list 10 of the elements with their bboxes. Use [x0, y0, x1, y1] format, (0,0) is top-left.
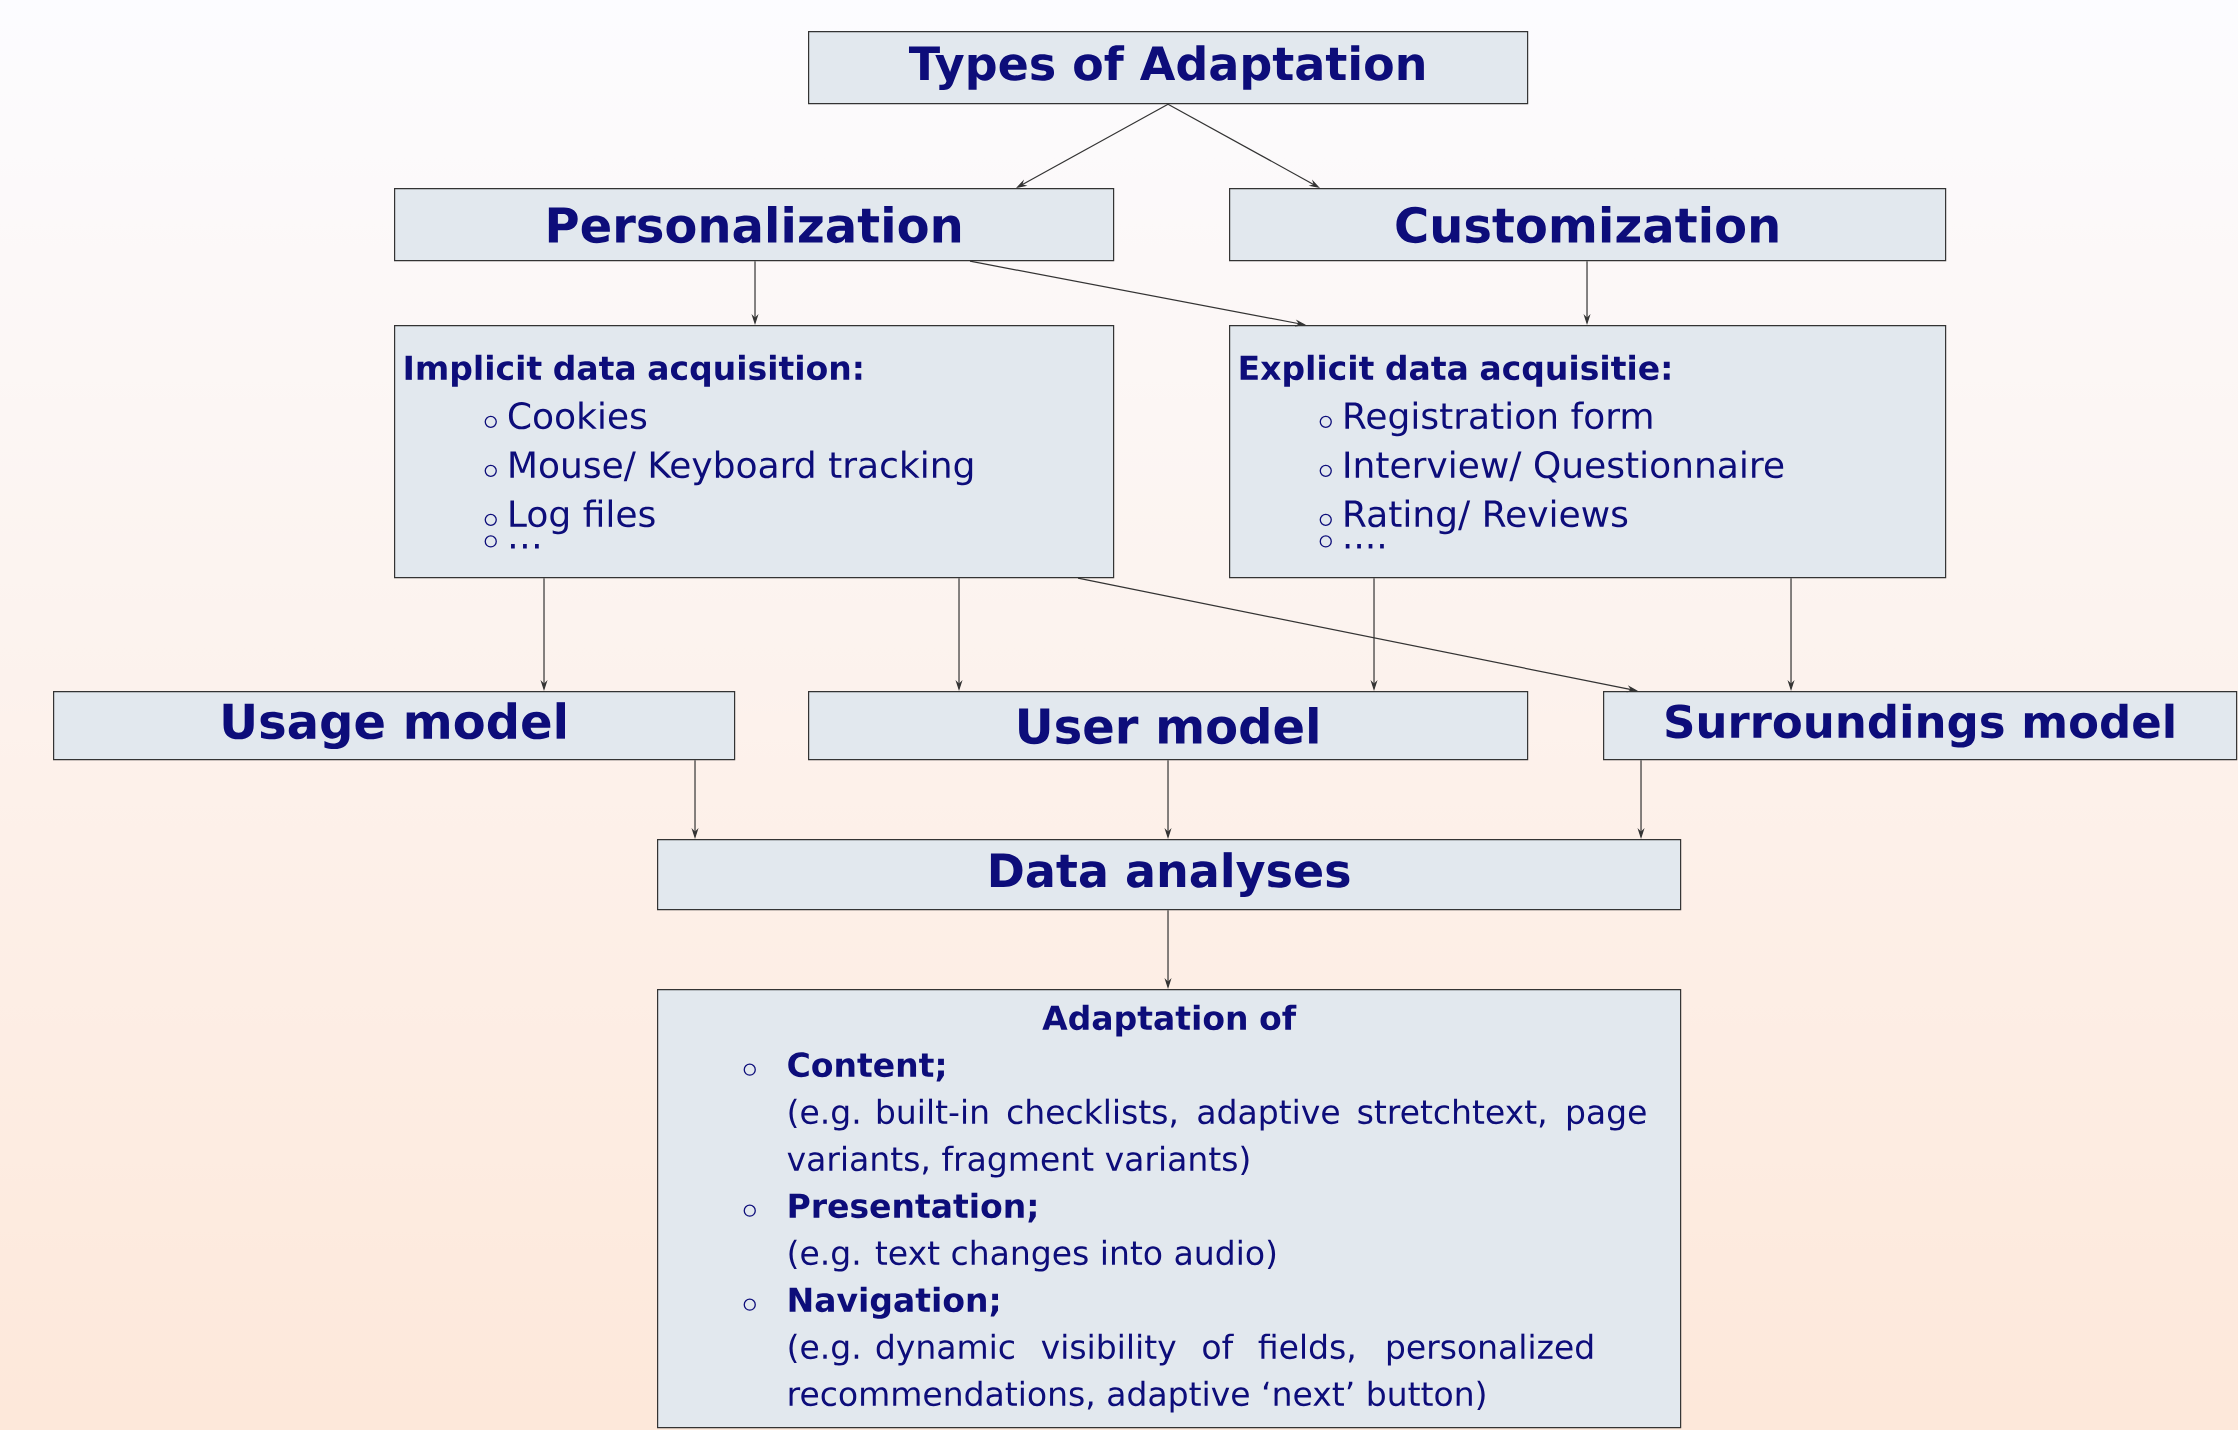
heading-box: Customization: [1229, 188, 1947, 262]
heading-box: Surroundings model: [1603, 691, 2238, 761]
list-box: Implicit data acquisition: Cookies Mouse/ Keyboard tracking Log files …: [394, 325, 1115, 579]
heading-box: Usage model: [53, 691, 736, 761]
list-box: Explicit data acquisitie: Registration form Interview/ Questionnaire Rating/ Reviews ....: [1229, 325, 1947, 579]
heading-box: Data analyses: [657, 839, 1682, 911]
heading-box: Types of Adaptation: [808, 31, 1529, 105]
heading-box: Personalization: [394, 188, 1115, 262]
list-box: Adaptation of Content; (e.g. built-in checklists, adaptive stretchtext, page variants, fragment variants) Presentation; (e.g. text changes into audio) Navigation; (e.g. dynamic visibility of fields, personalized recommendations, adaptive ‘next’ button): [657, 989, 1682, 1429]
heading-box: User model: [808, 691, 1529, 761]
